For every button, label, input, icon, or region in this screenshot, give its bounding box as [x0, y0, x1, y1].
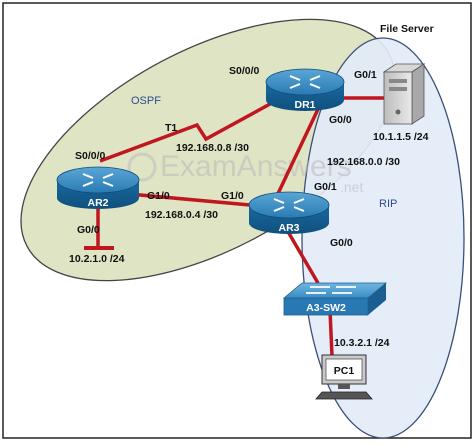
switch-side: [368, 283, 386, 315]
switch-front: [283, 297, 369, 316]
pc-ip-label: 10.3.2.1 /24: [334, 337, 390, 349]
ar3-g00-label: G0/0: [330, 237, 353, 249]
serial-link-t1: [99, 90, 293, 163]
pc-keyboard: [315, 391, 373, 400]
watermark-logo-icon: [127, 152, 157, 182]
router-arrows-icon: [82, 173, 114, 187]
watermark: ExamAnswers .net: [127, 150, 363, 195]
router-ar3[interactable]: AR3: [248, 191, 330, 234]
router-arrows-icon: [289, 75, 321, 89]
router-dr1[interactable]: DR1: [265, 68, 345, 111]
server-side: [411, 63, 425, 125]
server-ip-label: 10.1.1.5 /24: [373, 131, 429, 143]
link-dr1-ar3: [272, 104, 322, 203]
ar3-g10-label: G1/0: [221, 190, 244, 202]
file-server[interactable]: [382, 63, 426, 125]
link-ar2-ar3: [117, 191, 251, 207]
t1-label: T1: [165, 122, 177, 134]
ar2-g00-label: G0/0: [77, 224, 100, 236]
ar3-g01-label: G0/1: [314, 181, 337, 193]
dr1-g00-label: G0/0: [329, 114, 352, 126]
switch-a3-sw2[interactable]: A3-SW2: [282, 282, 388, 316]
router-label-dr1: DR1: [294, 99, 315, 111]
frame-border: [2, 2, 472, 439]
serial-network-label: 192.168.0.8 /30: [176, 142, 249, 154]
switch-arrows-icon: [306, 286, 356, 294]
rip-area-label: RIP: [379, 198, 397, 210]
router-ar2[interactable]: AR2: [56, 166, 140, 209]
router-top: [265, 68, 345, 96]
pc-stand: [338, 384, 350, 389]
ar2-lan-label: 10.2.1.0 /24: [69, 253, 125, 265]
server-drive-icon: [389, 79, 407, 83]
pc1[interactable]: PC1: [315, 354, 373, 400]
dr1-s000-label: S0/0/0: [229, 65, 260, 77]
pc-label: PC1: [334, 365, 355, 377]
ar2-g10-label: G1/0: [147, 190, 170, 202]
file-server-label: File Server: [380, 23, 434, 35]
router-top: [248, 191, 330, 219]
switch-label: A3-SW2: [306, 302, 346, 314]
watermark-suffix: .net: [340, 179, 363, 195]
pc-screen: [325, 358, 363, 381]
router-label-ar3: AR3: [278, 222, 299, 234]
ospf-area-label: OSPF: [131, 95, 161, 107]
router-top: [56, 166, 140, 194]
router-arrows-icon: [273, 198, 305, 212]
dr1-g01-label: G0/1: [354, 69, 377, 81]
server-drive-icon: [389, 87, 407, 91]
ar2-s000-label: S0/0/0: [75, 150, 106, 162]
rip-area: [301, 37, 465, 439]
dr1-ar3-network-label: 192.168.0.0 /30: [327, 156, 400, 168]
router-label-ar2: AR2: [87, 197, 108, 209]
watermark-text: ExamAnswers: [160, 150, 352, 183]
ar2-ar3-network-label: 192.168.0.4 /30: [145, 209, 218, 221]
link-switch-pc: [328, 309, 334, 357]
server-power-icon: [395, 109, 401, 115]
